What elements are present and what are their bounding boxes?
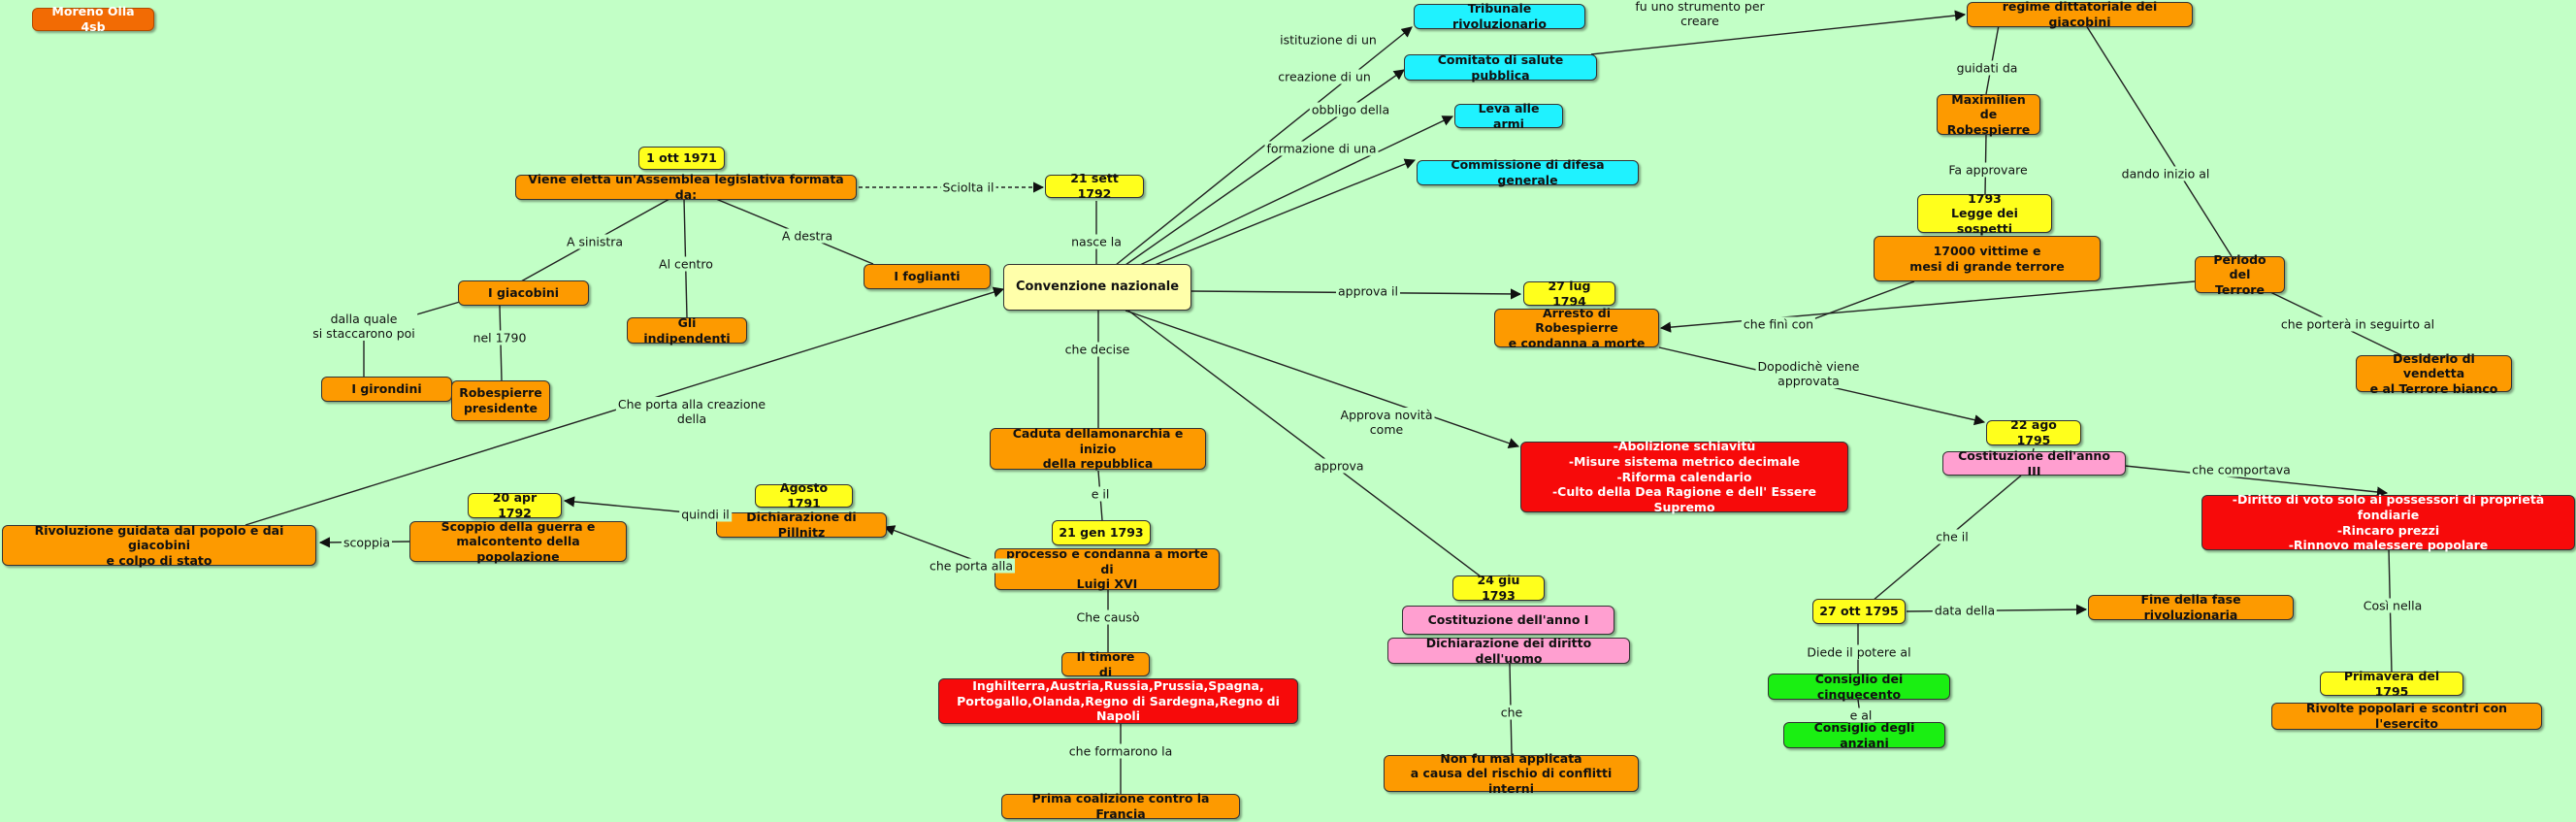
timore-node[interactable]: Il timore di xyxy=(1061,649,1150,679)
date-27-ott-1795-node[interactable]: 27 ott 1795 xyxy=(1812,599,1906,624)
link-label-dalla-quale: dalla quale si staccarono poi xyxy=(310,312,417,341)
link-label-strumento: fu uno strumento per creare xyxy=(1633,0,1767,28)
link-label-al-centro: Al centro xyxy=(657,256,715,272)
indipendenti-node[interactable]: Gli indipendenti xyxy=(627,315,747,345)
caduta-monarchia-node[interactable]: Caduta dellamonarchia e inizio della rep… xyxy=(990,426,1206,471)
fine-fase-rivoluzionaria-node[interactable]: Fine della fase rivoluzionaria xyxy=(2088,592,2294,622)
commissione-difesa-node[interactable]: Commissione di difesa generale xyxy=(1417,157,1639,187)
link-label-e-al: e al xyxy=(1847,707,1875,723)
scoppio-guerra-node[interactable]: Scoppio della guerra e malcontento della… xyxy=(409,519,627,564)
link-label-che-fini: che finì con xyxy=(1741,316,1816,332)
link-label-che-decise: che decise xyxy=(1062,342,1132,357)
link-label-nasce-la: nasce la xyxy=(1069,234,1124,249)
link-label-sciolta: Sciolta il xyxy=(940,180,996,195)
link-label-diede: Diede il potere al xyxy=(1805,644,1913,660)
link-label-approva: approva xyxy=(1312,458,1366,474)
link-label-istituzione: istituzione di un xyxy=(1278,32,1379,48)
processo-luigi-xvi-node[interactable]: processo e condanna a morte di Luigi XVI xyxy=(995,546,1220,591)
rivoluzione-colpo-stato-node[interactable]: Rivoluzione guidata dal popolo e dai gia… xyxy=(2,523,316,568)
link-label-che-porta-alla: che porta alla xyxy=(928,558,1015,574)
date-1-ott-1971-node[interactable]: 1 ott 1971 xyxy=(638,147,725,170)
link-label-scoppia: scoppia xyxy=(341,535,393,550)
prima-coalizione-node[interactable]: Prima coalizione contro la Francia xyxy=(1001,791,1240,821)
mai-applicata-node[interactable]: Non fu mai applicata a causa del rischio… xyxy=(1384,751,1639,796)
assemblea-legislativa-node[interactable]: Viene eletta un'Assemblea legislativa fo… xyxy=(515,172,857,202)
date-24-giu-1793-node[interactable]: 24 giu 1793 xyxy=(1452,573,1545,603)
link-label-fa-approvare: Fa approvare xyxy=(1946,162,2030,178)
robespierre-presidente-node[interactable]: Robespierre presidente xyxy=(451,380,550,421)
link-label-approva-novita: Approva novità come xyxy=(1338,408,1435,437)
link-label-e-il: e il xyxy=(1089,486,1112,502)
consiglio-anziani-node[interactable]: Consiglio degli anziani xyxy=(1783,720,1945,750)
date-21-gen-1793-node[interactable]: 21 gen 1793 xyxy=(1052,520,1151,545)
costituzione-anno-iii-node[interactable]: Costituzione dell'anno III xyxy=(1942,448,2126,478)
periodo-terrore-node[interactable]: Periodo del Terrore xyxy=(2195,252,2285,297)
link-label-formazione: formazione di una xyxy=(1264,141,1379,156)
link-label-guidati-da: guidati da xyxy=(1954,60,2020,76)
costituzione-anno-i-node[interactable]: Costituzione dell'anno I xyxy=(1402,606,1614,635)
rivolte-popolari-node[interactable]: Rivolte popolari e scontri con l'esercit… xyxy=(2271,701,2542,731)
novita-node[interactable]: -Abolizione schiavitù -Misure sistema me… xyxy=(1520,439,1848,514)
date-21-sett-1792-node[interactable]: 21 sett 1792 xyxy=(1045,171,1144,201)
diritto-voto-node[interactable]: -Diritto di voto solo ai possessori di p… xyxy=(2201,492,2575,552)
link-label-quindi-il: quindi il xyxy=(679,507,732,522)
terrore-bianco-node[interactable]: Desiderio di vendetta e al Terrore bianc… xyxy=(2356,351,2512,396)
author-badge: Moreno Olla 4sb xyxy=(32,4,154,34)
legge-sospetti-node[interactable]: 1793 Legge dei sospetti xyxy=(1917,191,2052,236)
link-label-a-sinistra: A sinistra xyxy=(564,234,626,249)
date-20-apr-1792-node[interactable]: 20 apr 1792 xyxy=(468,490,562,520)
link-label-a-destra: A destra xyxy=(779,228,835,244)
convenzione-nazionale-node[interactable]: Convenzione nazionale xyxy=(1003,264,1191,311)
maximilien-robespierre-node[interactable]: Maximilien de Robespierre xyxy=(1937,92,2040,137)
link-label-cosi-nella: Così nella xyxy=(2361,598,2425,613)
date-agosto-1791-node[interactable]: Agosto 1791 xyxy=(755,480,853,510)
link-label-dopodiche: Dopodichè viene approvata xyxy=(1755,359,1862,388)
date-27-lug-1794-node[interactable]: 27 lug 1794 xyxy=(1523,279,1615,309)
vittime-terrore-node[interactable]: 17000 vittime e mesi di grande terrore xyxy=(1874,236,2101,281)
link-label-approva-il: approva il xyxy=(1335,283,1401,299)
girondini-node[interactable]: I girondini xyxy=(321,377,452,402)
link-label-portera: che porterà in seguirto al xyxy=(2278,316,2437,332)
giacobini-node[interactable]: I giacobini xyxy=(458,280,589,306)
link-label-dando-inizio: dando inizio al xyxy=(2119,166,2212,181)
link-label-nel-1790: nel 1790 xyxy=(471,330,529,345)
dichiarazione-diritti-node[interactable]: Dichiarazione dei diritto dell'uomo xyxy=(1387,636,1630,666)
paesi-coalizione-node[interactable]: Inghilterra,Austria,Russia,Prussia,Spagn… xyxy=(938,678,1298,724)
dichiarazione-pillnitz-node[interactable]: Dichiarazione di Pillnitz xyxy=(716,510,887,540)
link-label-obbligo: obbligo della xyxy=(1309,102,1392,117)
tribunale-rivoluzionario-node[interactable]: Tribunale rivoluzionario xyxy=(1414,1,1585,31)
link-label-che-formarono: che formarono la xyxy=(1066,743,1175,759)
regime-dittatoriale-node[interactable]: regime dittatoriale dei giacobini xyxy=(1967,0,2193,29)
comitato-salute-pubblica-node[interactable]: Comitato di salute pubblica xyxy=(1404,52,1597,82)
date-22-ago-1795-node[interactable]: 22 ago 1795 xyxy=(1986,417,2081,447)
primavera-1795-node[interactable]: Primavera del 1795 xyxy=(2320,669,2463,699)
consiglio-cinquecento-node[interactable]: Consiglio dei cinquecento xyxy=(1768,672,1950,702)
link-label-che-il: che il xyxy=(1934,529,1971,544)
link-label-mai-applicata: che xyxy=(1498,705,1525,720)
arresto-robespierre-node[interactable]: Arresto di Robespierre e condanna a mort… xyxy=(1494,306,1659,350)
foglianti-node[interactable]: I foglianti xyxy=(864,264,991,289)
link-label-comportava: che comportava xyxy=(2190,462,2293,477)
link-label-creazione: creazione di un xyxy=(1276,69,1373,84)
leva-alle-armi-node[interactable]: Leva alle armi xyxy=(1454,101,1563,131)
link-label-data-della: data della xyxy=(1932,603,1998,618)
link-label-porta-creazione: Che porta alla creazione della xyxy=(615,397,768,426)
link-label-che-causo: Che causò xyxy=(1074,609,1142,625)
